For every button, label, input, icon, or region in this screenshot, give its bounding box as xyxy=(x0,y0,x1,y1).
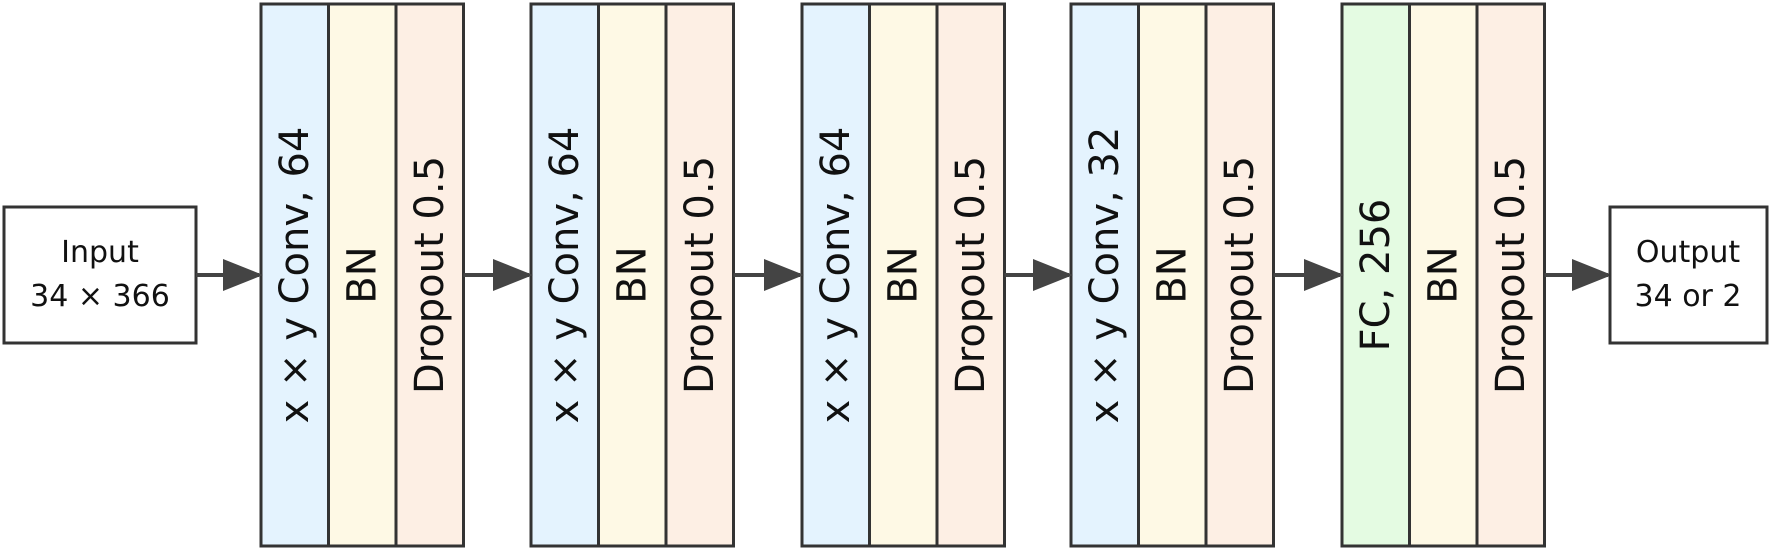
conv-layer-label: x × y Conv, 64 xyxy=(272,127,318,424)
bn-layer-box xyxy=(597,2,668,548)
dropout-layer-label: Dropout 0.5 xyxy=(677,156,723,394)
dropout-layer-label: Dropout 0.5 xyxy=(1488,156,1534,394)
dropout-layer-label: Dropout 0.5 xyxy=(948,156,994,394)
fc-layer-label: FC, 256 xyxy=(1353,199,1399,352)
output-node: Output 34 or 2 xyxy=(1608,205,1769,345)
bn-layer-box xyxy=(327,2,398,548)
bn-layer-label: BN xyxy=(1420,246,1466,303)
input-box xyxy=(2,205,198,345)
bn-layer-label: BN xyxy=(339,246,385,303)
layer-block-3: x × y Conv, 64 BN Dropout 0.5 xyxy=(800,2,1006,548)
output-box xyxy=(1608,205,1769,345)
conv-layer-box xyxy=(1069,2,1140,548)
layer-block-5: FC, 256 BN Dropout 0.5 xyxy=(1340,2,1546,548)
conv-layer-label: x × y Conv, 32 xyxy=(1082,127,1128,424)
input-title: Input xyxy=(61,235,139,270)
layer-block-1: x × y Conv, 64 BN Dropout 0.5 xyxy=(259,2,465,548)
output-detail: 34 or 2 xyxy=(1634,279,1741,314)
dropout-layer-box xyxy=(1204,2,1275,548)
bn-layer-label: BN xyxy=(1149,246,1195,303)
bn-layer-box xyxy=(1408,2,1479,548)
layer-block-4: x × y Conv, 32 BN Dropout 0.5 xyxy=(1069,2,1275,548)
input-node: Input 34 × 366 xyxy=(2,205,198,345)
input-detail: 34 × 366 xyxy=(30,279,170,314)
bn-layer-label: BN xyxy=(880,246,926,303)
fc-layer-box xyxy=(1340,2,1411,548)
output-title: Output xyxy=(1636,235,1740,270)
layer-block-2: x × y Conv, 64 BN Dropout 0.5 xyxy=(529,2,735,548)
conv-layer-label: x × y Conv, 64 xyxy=(542,127,588,424)
dropout-layer-box xyxy=(394,2,465,548)
dropout-layer-box xyxy=(935,2,1006,548)
dropout-layer-label: Dropout 0.5 xyxy=(407,156,453,394)
dropout-layer-box xyxy=(664,2,735,548)
bn-layer-box xyxy=(868,2,939,548)
bn-layer-label: BN xyxy=(609,246,655,303)
conv-layer-label: x × y Conv, 64 xyxy=(813,127,859,424)
conv-layer-box xyxy=(800,2,871,548)
dropout-layer-label: Dropout 0.5 xyxy=(1217,156,1263,394)
